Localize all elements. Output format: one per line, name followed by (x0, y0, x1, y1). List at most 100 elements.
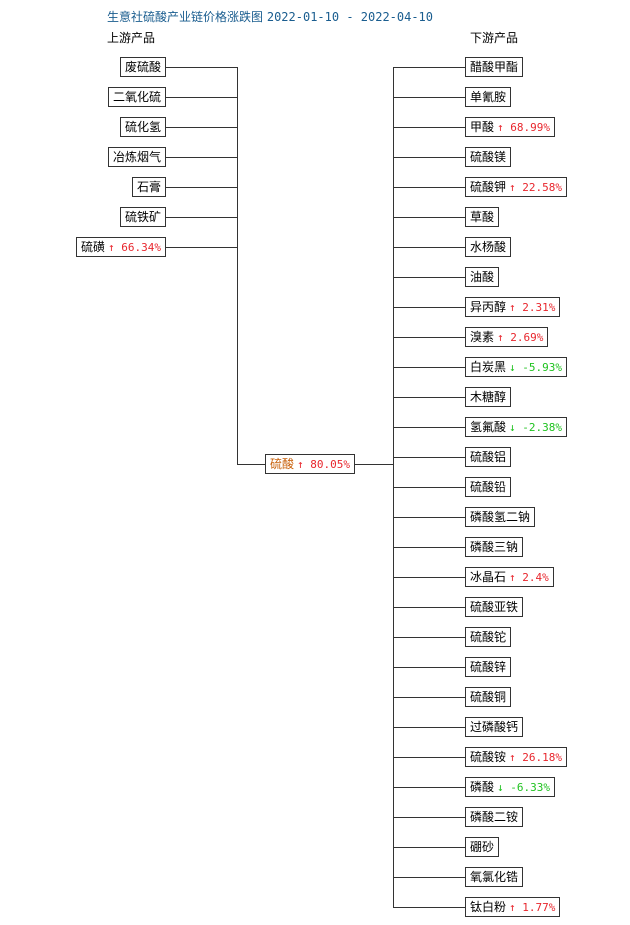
downstream-item[interactable]: 钛白粉↑ 1.77% (465, 897, 561, 917)
downstream-item[interactable]: 硫酸铅 (465, 477, 512, 497)
downstream-item[interactable]: 溴素↑ 2.69% (465, 327, 549, 347)
downstream-item[interactable]: 冰晶石↑ 2.4% (465, 567, 554, 587)
downstream-item[interactable]: 硫酸锌 (465, 657, 512, 677)
downstream-item[interactable]: 硫酸铵↑ 26.18% (465, 747, 567, 767)
downstream-item[interactable]: 硫酸铝 (465, 447, 512, 467)
downstream-item[interactable]: 异丙醇↑ 2.31% (465, 297, 561, 317)
change-value: 2.4% (515, 571, 549, 584)
product-name: 硫酸铜 (470, 690, 507, 704)
downstream-connector (393, 667, 465, 668)
downstream-item[interactable]: 甲酸↑ 68.99% (465, 117, 555, 137)
arrow-up-icon: ↑ (108, 241, 115, 254)
product-name: 硫酸铵 (470, 750, 507, 764)
downstream-item[interactable]: 硫酸铜 (465, 687, 512, 707)
downstream-connector (393, 907, 465, 908)
product-name: 水杨酸 (470, 240, 507, 254)
downstream-connector (393, 67, 465, 68)
change-value: -5.93% (515, 361, 562, 374)
downstream-item[interactable]: 单氰胺 (465, 87, 512, 107)
downstream-item[interactable]: 醋酸甲酯 (465, 57, 524, 77)
upstream-trunk (237, 67, 238, 465)
center-in-connector (237, 464, 265, 465)
downstream-item[interactable]: 硫酸铊 (465, 627, 512, 647)
downstream-item[interactable]: 水杨酸 (465, 237, 512, 257)
product-name: 硫酸 (270, 457, 295, 471)
price-change: ↑ 26.18% (509, 751, 562, 764)
downstream-connector (393, 697, 465, 698)
downstream-connector (393, 847, 465, 848)
downstream-item[interactable]: 过磷酸钙 (465, 717, 524, 737)
product-name: 冰晶石 (470, 570, 507, 584)
product-name: 硫酸亚铁 (470, 600, 519, 614)
downstream-item[interactable]: 硫酸镁 (465, 147, 512, 167)
upstream-connector (166, 217, 237, 218)
downstream-connector (393, 157, 465, 158)
arrow-up-icon: ↑ (297, 458, 304, 471)
arrow-up-icon: ↑ (509, 901, 516, 914)
product-name: 硼砂 (470, 840, 495, 854)
downstream-connector (393, 877, 465, 878)
product-name: 磷酸 (470, 780, 495, 794)
downstream-connector (393, 397, 465, 398)
product-name: 氢氟酸 (470, 420, 507, 434)
downstream-item[interactable]: 草酸 (465, 207, 500, 227)
product-name: 磷酸三钠 (470, 540, 519, 554)
upstream-item[interactable]: 石膏 (131, 177, 166, 197)
upstream-connector (166, 97, 237, 98)
downstream-connector (393, 427, 465, 428)
downstream-item[interactable]: 氢氟酸↓ -2.38% (465, 417, 567, 437)
center-out-connector (355, 464, 393, 465)
price-change: ↓ -6.33% (497, 781, 550, 794)
change-value: 22.58% (515, 181, 562, 194)
upstream-connector (166, 127, 237, 128)
upstream-connector (166, 187, 237, 188)
downstream-item[interactable]: 油酸 (465, 267, 500, 287)
upstream-item[interactable]: 硫化氢 (119, 117, 166, 137)
date-range: 2022-01-10 - 2022-04-10 (266, 10, 434, 24)
downstream-item[interactable]: 磷酸三钠 (465, 537, 524, 557)
product-name: 过磷酸钙 (470, 720, 519, 734)
product-name: 废硫酸 (124, 60, 161, 74)
downstream-connector (393, 637, 465, 638)
arrow-up-icon: ↑ (497, 121, 504, 134)
product-name: 白炭黑 (470, 360, 507, 374)
price-change: ↑ 2.4% (509, 571, 549, 584)
product-name: 溴素 (470, 330, 495, 344)
downstream-item[interactable]: 硫酸亚铁 (465, 597, 524, 617)
upstream-item[interactable]: 硫磺↑ 66.34% (76, 237, 166, 257)
arrow-up-icon: ↑ (509, 571, 516, 584)
downstream-connector (393, 127, 465, 128)
product-name: 钛白粉 (470, 900, 507, 914)
product-name: 硫酸锌 (470, 660, 507, 674)
downstream-item[interactable]: 硼砂 (465, 837, 500, 857)
product-name: 氧氯化锆 (470, 870, 519, 884)
change-value: 2.31% (515, 301, 556, 314)
upstream-item[interactable]: 二氧化硫 (107, 87, 166, 107)
price-change: ↑ 1.77% (509, 901, 555, 914)
price-change: ↓ -5.93% (509, 361, 562, 374)
downstream-item[interactable]: 硫酸钾↑ 22.58% (465, 177, 567, 197)
downstream-connector (393, 187, 465, 188)
arrow-down-icon: ↓ (509, 421, 516, 434)
downstream-item[interactable]: 磷酸↓ -6.33% (465, 777, 555, 797)
downstream-item[interactable]: 白炭黑↓ -5.93% (465, 357, 567, 377)
downstream-connector (393, 217, 465, 218)
center-product[interactable]: 硫酸↑ 80.05% (265, 454, 355, 474)
change-value: 66.34% (114, 241, 161, 254)
product-name: 硫酸镁 (470, 150, 507, 164)
downstream-connector (393, 577, 465, 578)
downstream-connector (393, 277, 465, 278)
downstream-item[interactable]: 磷酸氢二钠 (465, 507, 536, 527)
price-change: ↑ 2.69% (497, 331, 543, 344)
upstream-item[interactable]: 硫铁矿 (119, 207, 166, 227)
price-change: ↑ 80.05% (297, 458, 350, 471)
downstream-connector (393, 607, 465, 608)
downstream-item[interactable]: 磷酸二铵 (465, 807, 524, 827)
change-value: 80.05% (303, 458, 350, 471)
upstream-item[interactable]: 废硫酸 (119, 57, 166, 77)
downstream-item[interactable]: 氧氯化锆 (465, 867, 524, 887)
downstream-item[interactable]: 木糖醇 (465, 387, 512, 407)
upstream-item[interactable]: 冶炼烟气 (107, 147, 166, 167)
product-name: 硫铁矿 (124, 210, 161, 224)
